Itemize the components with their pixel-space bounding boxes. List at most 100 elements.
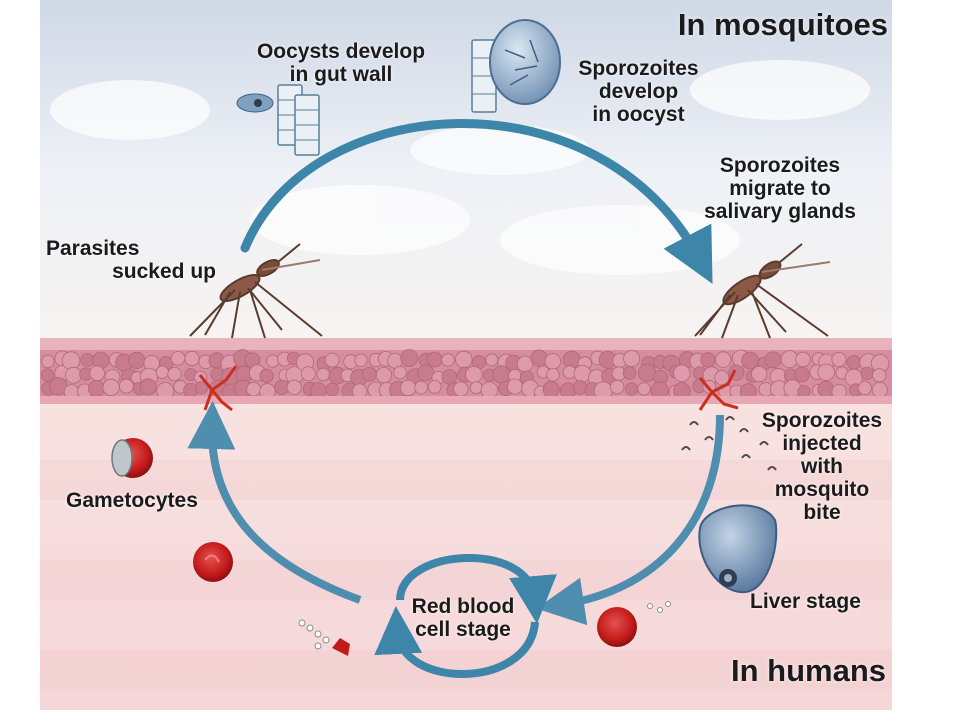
red-blood-cell-right bbox=[597, 607, 637, 647]
tissue-cell bbox=[871, 381, 888, 398]
tissue-cell bbox=[259, 368, 274, 383]
tissue-cell bbox=[184, 350, 200, 367]
tissue-cell bbox=[795, 351, 811, 368]
tissue-cell bbox=[623, 350, 641, 368]
tissue-cell bbox=[246, 381, 261, 397]
sporozoites-injected-line-1: Sporozoites bbox=[761, 409, 883, 432]
tissue-cell bbox=[324, 352, 340, 368]
tissue-cell bbox=[61, 351, 81, 371]
mosquito-right bbox=[694, 243, 831, 339]
oocysts-label-line-1: Oocysts develop bbox=[256, 40, 426, 63]
tissue-cell bbox=[572, 380, 588, 395]
liver-stage-label: Liver stage bbox=[750, 590, 861, 613]
tissue-cell bbox=[860, 366, 874, 381]
rbc-to-mosquito-arrow bbox=[187, 401, 362, 604]
tissue-cell bbox=[700, 352, 716, 368]
tissue-cell bbox=[610, 379, 625, 395]
tissue-cell bbox=[817, 363, 835, 382]
red-blood-cell bbox=[193, 542, 233, 582]
rbc-cycle-arrow bbox=[396, 554, 557, 624]
gut-wall-cells bbox=[277, 84, 320, 156]
mosquito-left bbox=[189, 243, 323, 339]
parasites-sucked-label: Parasites sucked up bbox=[46, 237, 216, 283]
rbc-stage-line-2: cell stage bbox=[415, 618, 511, 641]
tissue-cell bbox=[441, 353, 455, 367]
tissue-base bbox=[40, 396, 892, 404]
tissue-cell bbox=[119, 378, 134, 394]
sporozoites-develop-label: Sporozoites develop in oocyst bbox=[566, 57, 711, 126]
rbc-stage-line-1: Red blood bbox=[411, 595, 515, 618]
tissue-cell bbox=[41, 354, 55, 369]
tissue-cell bbox=[624, 382, 639, 396]
tissue-cell bbox=[455, 350, 473, 369]
tissue-cell bbox=[794, 366, 810, 383]
mosquito-section-title: In mosquitoes bbox=[677, 7, 888, 42]
tissue-cell bbox=[506, 378, 523, 395]
parasites-sucked-line-2: sucked up bbox=[112, 260, 216, 283]
tissue-cell bbox=[128, 351, 146, 369]
oocysts-label: Oocysts develop in gut wall bbox=[246, 40, 436, 86]
tissue-cell bbox=[857, 381, 872, 396]
oocyst bbox=[489, 19, 561, 105]
tissue-cell bbox=[400, 379, 417, 397]
oocysts-label-line-2: in gut wall bbox=[289, 63, 393, 86]
human-section-title: In humans bbox=[730, 653, 886, 688]
rbc-stage-label: Red blood cell stage bbox=[398, 595, 528, 641]
tissue-cell bbox=[797, 385, 811, 399]
tissue-cell bbox=[167, 366, 182, 382]
tissue-cell bbox=[417, 364, 435, 382]
tissue-cell bbox=[846, 355, 862, 370]
tissue-cell bbox=[300, 366, 316, 382]
tissue-cell bbox=[714, 370, 730, 386]
tissue-cell bbox=[375, 366, 392, 384]
merozoites bbox=[298, 601, 671, 650]
sporozoites-injected-label: Sporozoites injected with mosquito bite bbox=[752, 409, 892, 524]
capillary-right bbox=[698, 369, 739, 411]
sporozoites-develop-line-1: Sporozoites bbox=[578, 57, 699, 80]
tissue-cell bbox=[40, 368, 55, 382]
clouds bbox=[50, 60, 870, 275]
tissue-cell bbox=[715, 351, 732, 368]
sporozoites-migrate-line-1: Sporozoites bbox=[719, 154, 841, 177]
tissue-cell bbox=[453, 381, 469, 397]
tissue-cell bbox=[831, 351, 847, 367]
tissue-cell bbox=[872, 368, 887, 383]
tissue-cell bbox=[309, 382, 327, 399]
mosquito-cycle-arrow bbox=[240, 119, 713, 284]
ruptured-rbc bbox=[332, 638, 350, 656]
gametocytes-label: Gametocytes bbox=[66, 489, 198, 512]
tissue-cell bbox=[672, 364, 691, 383]
tissue-cell bbox=[393, 365, 407, 380]
tissue-cell bbox=[465, 366, 483, 384]
tissue-cell bbox=[325, 382, 340, 397]
sporozoites-develop-line-3: in oocyst bbox=[592, 103, 685, 126]
sporozoites-injected-line-3: with bbox=[801, 455, 843, 478]
tissue-cell bbox=[542, 380, 560, 398]
tissue-cell bbox=[441, 369, 458, 385]
tissue-cell bbox=[637, 382, 651, 396]
gametocyte bbox=[111, 438, 153, 478]
tissue-cell bbox=[544, 353, 562, 370]
skin-surface bbox=[40, 338, 892, 350]
tissue-cell bbox=[88, 380, 105, 397]
sporozoites-injected-line-2: injected bbox=[782, 432, 862, 455]
sporozoites-migrate-line-3: salivary glands bbox=[704, 200, 856, 223]
tissue-cell bbox=[427, 380, 442, 394]
tissue-cell bbox=[155, 365, 169, 379]
tissue-cell bbox=[65, 366, 82, 384]
tissue-cell bbox=[637, 363, 657, 382]
tissue-cell bbox=[485, 353, 499, 367]
sporozoites-migrate-label: Sporozoites migrate to salivary glands bbox=[690, 154, 870, 223]
liver-cell bbox=[698, 504, 778, 594]
ookinete bbox=[236, 93, 274, 113]
tissue-cell bbox=[400, 349, 419, 367]
tissue-cell bbox=[286, 379, 302, 395]
sporozoites bbox=[681, 416, 777, 471]
tissue-cell bbox=[139, 378, 157, 396]
tissue-cell bbox=[266, 354, 280, 368]
tissue-cell bbox=[764, 351, 782, 369]
tissue-cell bbox=[817, 380, 835, 398]
tissue-cell bbox=[354, 353, 368, 368]
